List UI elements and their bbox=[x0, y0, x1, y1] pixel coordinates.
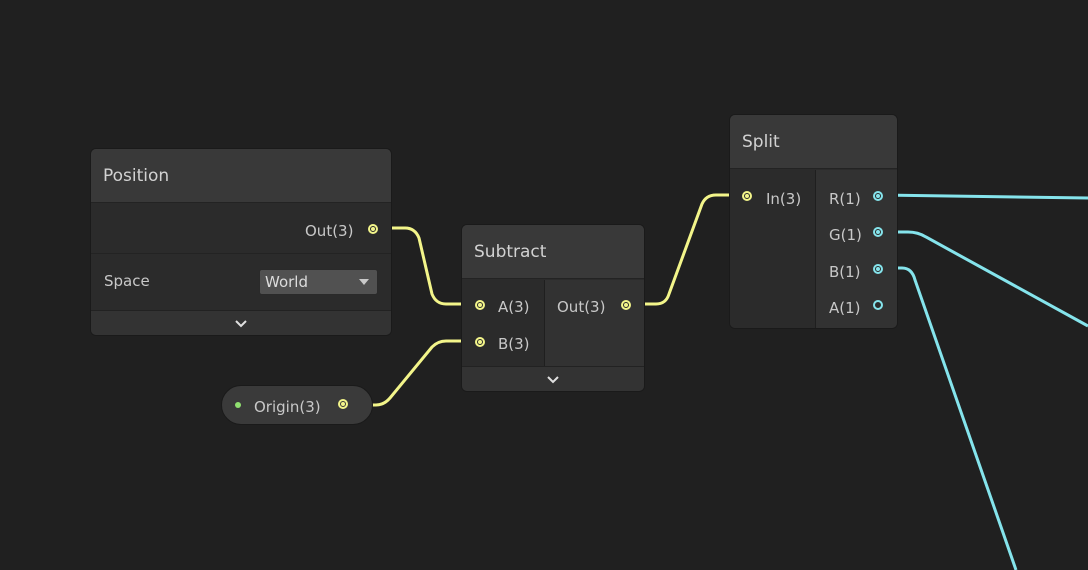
split-output-g-label: G(1) bbox=[829, 226, 862, 244]
subtract-input-b-label: B(3) bbox=[498, 335, 530, 353]
subtract-node[interactable]: Subtract A(3) B(3) Out(3) bbox=[461, 224, 645, 392]
origin-output-port[interactable] bbox=[338, 399, 348, 409]
split-input-port[interactable] bbox=[742, 191, 752, 201]
wire-split-r[interactable] bbox=[881, 193, 1088, 200]
subtract-output-label: Out(3) bbox=[557, 298, 606, 316]
position-node[interactable]: Position Out(3) Space World bbox=[90, 148, 392, 336]
space-dropdown-value: World bbox=[265, 273, 308, 291]
subtract-input-a-label: A(3) bbox=[498, 298, 530, 316]
split-output-g-port[interactable] bbox=[873, 227, 883, 237]
subtract-output-port[interactable] bbox=[621, 300, 631, 310]
subtract-node-title[interactable]: Subtract bbox=[462, 225, 644, 279]
origin-property-node[interactable]: Origin(3) bbox=[221, 385, 373, 425]
origin-property-label: Origin(3) bbox=[254, 398, 321, 416]
position-output-port[interactable] bbox=[368, 224, 378, 234]
split-output-b-port[interactable] bbox=[873, 264, 883, 274]
dropdown-caret-icon bbox=[359, 279, 369, 285]
chevron-down-icon bbox=[547, 376, 559, 384]
split-output-a-label: A(1) bbox=[829, 299, 861, 317]
position-output-label: Out(3) bbox=[305, 222, 354, 240]
position-node-title[interactable]: Position bbox=[91, 149, 391, 203]
chevron-down-icon bbox=[235, 320, 247, 328]
split-output-a-port[interactable] bbox=[873, 300, 883, 310]
split-output-b-label: B(1) bbox=[829, 263, 861, 281]
space-label: Space bbox=[104, 272, 150, 290]
position-collapse-button[interactable] bbox=[91, 310, 391, 335]
split-output-r-port[interactable] bbox=[873, 191, 883, 201]
wire-split-g[interactable] bbox=[882, 230, 1088, 328]
split-node[interactable]: Split In(3) R(1) G(1) B(1) A(1) bbox=[729, 114, 898, 329]
wire-position-to-subtract-a[interactable] bbox=[378, 226, 478, 306]
split-output-r-label: R(1) bbox=[829, 190, 861, 208]
property-exposed-dot bbox=[235, 402, 241, 408]
wire-subtract-to-split[interactable] bbox=[630, 193, 745, 306]
split-input-label: In(3) bbox=[766, 190, 802, 208]
subtract-output-column bbox=[545, 280, 644, 366]
subtract-input-column bbox=[462, 280, 545, 366]
space-dropdown[interactable]: World bbox=[259, 269, 378, 295]
split-node-title[interactable]: Split bbox=[730, 115, 897, 169]
wire-origin-to-subtract-b[interactable] bbox=[348, 339, 478, 407]
split-output-column bbox=[816, 170, 897, 328]
subtract-collapse-button[interactable] bbox=[462, 366, 644, 391]
subtract-input-a-port[interactable] bbox=[475, 300, 485, 310]
wire-split-b[interactable] bbox=[882, 266, 1018, 570]
position-divider bbox=[91, 253, 391, 254]
subtract-input-b-port[interactable] bbox=[475, 337, 485, 347]
